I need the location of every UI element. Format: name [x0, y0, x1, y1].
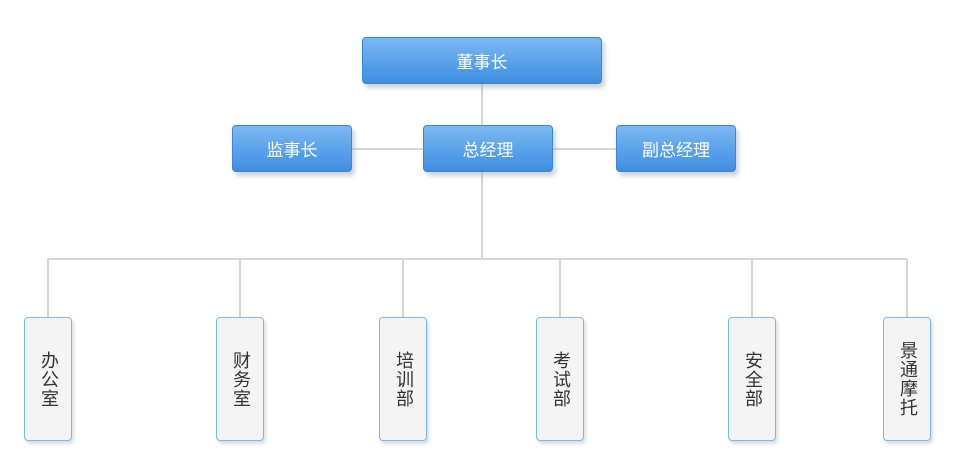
dept-exam-label: 考试部	[550, 350, 571, 408]
supervisor-node: 监事长	[232, 125, 352, 172]
deputy-general-manager-label: 副总经理	[642, 141, 710, 161]
chairman-label: 董事长	[456, 53, 508, 73]
dept-jingtong-motor: 景通摩托	[883, 317, 931, 441]
dept-finance-label: 财务室	[230, 350, 251, 408]
dept-safety-label: 安全部	[742, 350, 763, 408]
supervisor-label: 监事长	[266, 141, 318, 161]
general-manager-node: 总经理	[423, 125, 553, 172]
chairman-node: 董事长	[362, 37, 602, 84]
general-manager-label: 总经理	[462, 141, 514, 161]
dept-training: 培训部	[379, 317, 427, 441]
dept-exam: 考试部	[536, 317, 584, 441]
dept-safety: 安全部	[728, 317, 776, 441]
deputy-general-manager-node: 副总经理	[616, 125, 736, 172]
dept-office: 办公室	[24, 317, 72, 441]
dept-office-label: 办公室	[38, 350, 59, 408]
dept-jingtong-motor-label: 景通摩托	[897, 341, 918, 417]
dept-training-label: 培训部	[393, 350, 414, 408]
dept-finance: 财务室	[216, 317, 264, 441]
